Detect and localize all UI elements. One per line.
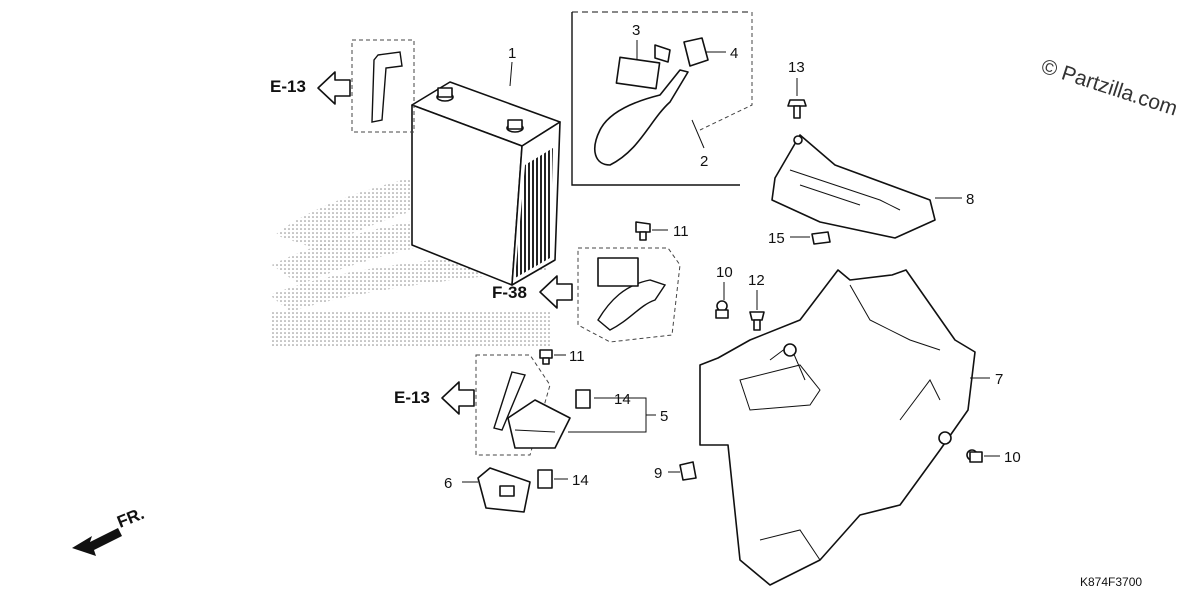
svg-text:E-13: E-13 [394,388,430,407]
bolt-10-upper-part[interactable] [715,300,729,319]
callout-8[interactable]: 8 [966,191,974,208]
bolt-13-part[interactable] [787,99,807,119]
fuse-14-upper-part[interactable] [575,389,591,409]
callout-4[interactable]: 4 [730,45,738,62]
callout-10-upper[interactable]: 10 [716,264,733,281]
screw-12-part[interactable] [749,311,765,331]
watermark-text: © Partzilla.com [1038,55,1180,121]
battery-tray-part[interactable] [771,134,936,239]
arrow-left-icon [317,71,351,105]
callout-11-lower[interactable]: 11 [569,348,585,365]
fuse-box-part[interactable] [477,467,531,513]
callout-1[interactable]: 1 [508,45,516,62]
callout-11-upper[interactable]: 11 [673,223,689,240]
callout-3[interactable]: 3 [632,22,640,39]
bolt-11-lower-part[interactable] [539,349,553,365]
callout-2[interactable]: 2 [700,153,708,170]
leader-1 [509,61,513,87]
callout-14-lower[interactable]: 14 [572,472,589,489]
fuse-14-lower-part[interactable] [537,469,553,489]
callout-9[interactable]: 9 [654,465,662,482]
group-frame-dashed [699,12,753,131]
bolt-11-upper-part[interactable] [635,221,651,241]
svg-text:F-38: F-38 [492,283,527,302]
callout-10-lower[interactable]: 10 [1004,449,1021,466]
battery-case-cover-part[interactable] [699,269,976,586]
starter-relay-part[interactable] [507,399,571,449]
battery-cable-ref-top [351,39,415,133]
cable-ref-f38 [577,247,681,343]
grommet-9-part[interactable] [679,461,697,481]
f38-reference[interactable]: F-38 [492,275,573,309]
svg-text:FR.: FR. [114,504,147,532]
leader-2 [691,119,705,149]
drawing-code: K874F3700 [1080,575,1142,589]
callout-7[interactable]: 7 [995,371,1003,388]
callout-6[interactable]: 6 [444,475,452,492]
terminal-cover-part[interactable] [683,37,709,67]
positive-cable-part[interactable] [594,44,689,166]
arrow-left-icon [441,381,475,415]
callout-14-upper[interactable]: 14 [614,391,631,408]
e13-reference-bottom[interactable]: E-13 [394,381,475,415]
front-direction-indicator: FR. [72,504,147,556]
callout-13[interactable]: 13 [788,59,805,76]
clip-15-part[interactable] [811,231,831,245]
arrow-left-icon [539,275,573,309]
group-frame [571,12,740,186]
callout-5[interactable]: 5 [660,408,668,425]
bolt-10-lower-part[interactable] [966,449,983,463]
front-arrow-icon [72,528,122,556]
callout-15[interactable]: 15 [768,230,785,247]
e13-reference-top[interactable]: E-13 [270,71,351,105]
battery-part[interactable] [411,81,561,286]
callout-12[interactable]: 12 [748,272,765,289]
svg-text:E-13: E-13 [270,77,306,96]
